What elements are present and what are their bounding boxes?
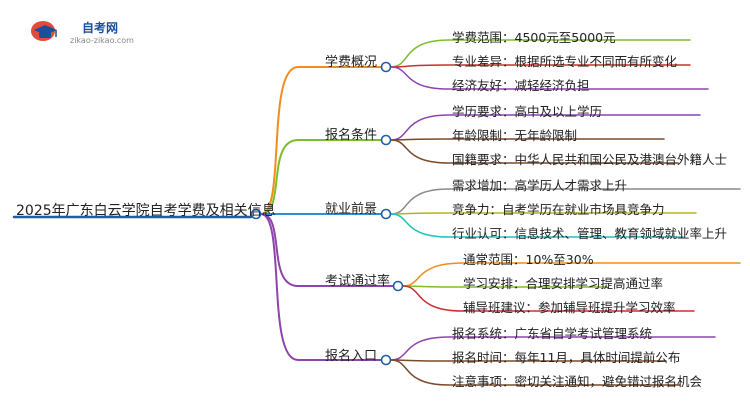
branch-registration-requirements: 报名条件: [325, 128, 378, 143]
branch-connector: [260, 66, 382, 215]
branch-connector: [260, 213, 394, 287]
leaf-nationality: 国籍要求：中华人民共和国公民及港澳台外籍人士: [452, 152, 728, 167]
branch-node-circle: [380, 134, 392, 146]
branch-employment-outlook: 就业前景: [325, 202, 378, 217]
branch-node-circle: [380, 61, 392, 73]
leaf-connector: [390, 39, 691, 68]
leaf-connector: [390, 139, 679, 164]
branch-node-circle: [380, 208, 392, 220]
leaf-connector: [390, 213, 684, 238]
root-node-circle: [250, 208, 262, 220]
leaf-registration-system: 报名系统：广东省自学考试管理系统: [452, 326, 653, 341]
branch-node-circle: [392, 280, 404, 292]
leaf-demand-increase: 需求增加：高学历人才需求上升: [452, 178, 628, 193]
leaf-education-requirement: 学历要求：高中及以上学历: [452, 104, 603, 119]
leaf-connector: [390, 359, 667, 362]
leaf-usual-range: 通常范围：10%至30%: [463, 252, 594, 267]
leaf-connector: [390, 138, 665, 141]
leaf-major-difference: 专业差异：根据所选专业不同而有所变化: [452, 54, 678, 69]
leaf-industry-recognition: 行业认可：信息技术、管理、教育领域就业率上升: [452, 226, 728, 241]
leaf-connector: [390, 66, 709, 90]
leaf-registration-time: 报名时间：每年11月，具体时间提前公布: [452, 350, 681, 365]
branch-fee-overview: 学费概况: [325, 55, 378, 70]
logo-title: 自考网: [82, 21, 119, 35]
branch-connector: [260, 213, 382, 361]
leaf-connector: [390, 64, 691, 68]
branch-registration-portal: 报名入口: [325, 349, 378, 364]
leaf-connector: [390, 359, 681, 386]
leaf-fee-range: 学费范围：4500元至5000元: [452, 30, 616, 45]
leaf-connector: [402, 285, 695, 312]
graduation-cap-icon: [31, 21, 57, 41]
leaf-connector: [390, 114, 701, 141]
branch-node-circle: [380, 354, 392, 366]
leaf-notes: 注意事项：密切关注通知，避免错过报名机会: [452, 374, 703, 389]
branch-connector: [260, 139, 382, 215]
leaf-connector: [390, 336, 716, 361]
leaf-tutoring-advice: 辅导班建议：参加辅导班提升学习效率: [463, 300, 676, 315]
leaf-connector: [402, 262, 741, 287]
logo: 自考网 zikao-zikao.com: [30, 17, 140, 49]
leaf-study-plan: 学习安排：合理安排学习提高通过率: [463, 276, 664, 291]
branch-pass-rate: 考试通过率: [325, 274, 391, 289]
leaf-age-limit: 年龄限制：无年龄限制: [452, 128, 578, 143]
logo-subtitle: zikao-zikao.com: [70, 36, 134, 45]
root-topic: 2025年广东白云学院自考学费及相关信息: [16, 203, 276, 219]
leaf-connector: [390, 212, 697, 215]
leaf-competitiveness: 竞争力：自考学历在就业市场具竞争力: [452, 202, 665, 217]
leaf-connector: [402, 285, 608, 288]
leaf-economy-friendly: 经济友好：减轻经济负担: [452, 78, 590, 93]
leaf-connector: [390, 188, 741, 215]
